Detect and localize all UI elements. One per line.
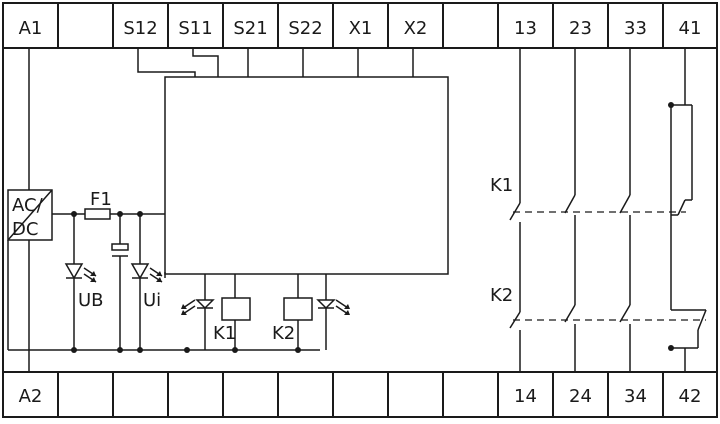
top-terminal-strip: A1 S12 S11 S21 S22 X1 X2 13 23 33 41: [3, 3, 717, 49]
relay-coil-k1: K1: [213, 297, 251, 350]
top-terminal-33: 33: [624, 18, 647, 39]
top-terminal-x2: X2: [404, 18, 428, 39]
contact-k2-label: K2: [490, 285, 513, 306]
led-ui: Ui: [130, 214, 163, 350]
top-terminal-23: 23: [569, 18, 592, 39]
ac-dc-converter: AC/ DC: [7, 189, 53, 241]
top-terminal-x1: X1: [349, 18, 373, 39]
led-ub: UB: [64, 214, 104, 350]
top-terminal-s21: S21: [233, 18, 267, 39]
led-k2-indicator: [316, 299, 350, 350]
frame: [2, 2, 718, 418]
top-terminal-s22: S22: [288, 18, 322, 39]
led-ui-label: Ui: [143, 290, 161, 311]
top-terminal-s11: S11: [178, 18, 212, 39]
contact-column-41-42: [668, 48, 707, 372]
logic-block: [164, 76, 449, 275]
bottom-terminal-24: 24: [569, 386, 592, 407]
fuse-f1: F1: [84, 189, 112, 220]
bottom-terminal-14: 14: [514, 386, 537, 407]
top-terminal-13: 13: [514, 18, 537, 39]
fuse-label: F1: [90, 189, 112, 210]
contact-column-33-34: [619, 48, 631, 372]
led-ub-label: UB: [78, 290, 104, 311]
top-terminal-a1: A1: [19, 18, 43, 39]
bottom-terminal-34: 34: [624, 386, 647, 407]
capacitor: [111, 214, 129, 350]
dc-label: DC: [12, 219, 38, 240]
ac-label: AC/: [12, 195, 44, 216]
bottom-terminal-strip: A2 14 24 34 42: [3, 371, 717, 417]
contact-k1-label: K1: [490, 175, 513, 196]
contact-column-23-24: [564, 48, 576, 372]
bottom-terminal-42: 42: [679, 386, 702, 407]
bottom-terminal-a2: A2: [19, 386, 43, 407]
relay-k1-label: K1: [213, 323, 236, 344]
led-k1-indicator: [181, 299, 215, 350]
top-terminal-41: 41: [679, 18, 702, 39]
relay-coil-k2: K2: [272, 297, 313, 350]
top-terminal-s12: S12: [123, 18, 157, 39]
relay-k2-label: K2: [272, 323, 295, 344]
contact-column-13-14: [509, 48, 521, 372]
